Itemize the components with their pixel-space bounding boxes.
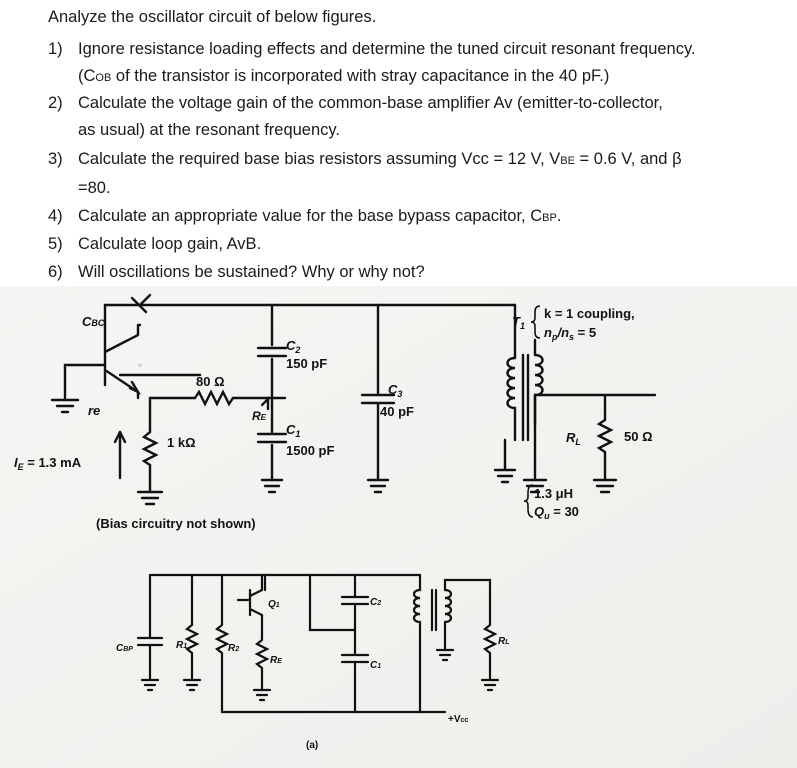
re-label: re [88, 403, 100, 418]
c3-label: C3 [388, 382, 402, 399]
vcc-label: +Vcc [448, 714, 468, 725]
question-text: Calculate loop gain, AvB. [78, 235, 262, 253]
question-2: 2) Calculate the voltage gain of the com… [48, 90, 663, 139]
intro-text: Analyze the oscillator circuit of below … [48, 8, 377, 26]
c1-label: C1 [286, 422, 300, 439]
c3-value: 40 pF [380, 404, 414, 419]
question-text: Will oscillations be sustained? Why or w… [78, 263, 425, 281]
cbc-label: CBC [82, 314, 105, 329]
figure-caption: (a) [306, 740, 318, 751]
r1-label: R1 [176, 640, 187, 651]
t1-brace [530, 305, 541, 339]
question-number: 2) [48, 94, 63, 112]
question-number: 4) [48, 207, 63, 225]
question-3: 3) Calculate the required base bias resi… [48, 146, 682, 197]
c1-lower-label: C1 [370, 660, 381, 671]
question-text: Ignore resistance loading effects and de… [78, 40, 696, 58]
coupling-label: k = 1 coupling, [544, 306, 635, 321]
question-number: 1) [48, 40, 63, 58]
question-number: 3) [48, 150, 63, 168]
question-text: Calculate an appropriate value for the b… [78, 207, 543, 225]
scan-background [0, 286, 797, 768]
r80-label: 80 Ω [196, 374, 225, 389]
oscillator-circuit-figure: CBC C2 150 pF 80 Ω re RE 1 kΩ IE = 1.3 m… [0, 286, 797, 768]
cbp-label: CBP [116, 643, 133, 654]
question-5: 5) Calculate loop gain, AvB. [48, 231, 261, 258]
question-6: 6) Will oscillations be sustained? Why o… [48, 259, 425, 286]
c2-label: C2 [286, 338, 300, 355]
re-cap-label: RE [252, 409, 267, 423]
rl-lower-label: RL [498, 636, 510, 647]
upper-circuit [50, 293, 657, 506]
question-number: 5) [48, 235, 63, 253]
rl-label: RL [566, 430, 581, 447]
ie-label: IE = 1.3 mA [14, 455, 82, 472]
r2-label: R2 [228, 643, 239, 654]
question-4: 4) Calculate an appropriate value for th… [48, 203, 561, 230]
ratio-label: np/ns = 5 [544, 325, 596, 342]
inductance-label: 1.3 μH [534, 486, 573, 501]
question-text: Calculate the required base bias resisto… [78, 150, 561, 168]
r1k-label: 1 kΩ [167, 435, 196, 450]
c2-lower-label: C2 [370, 597, 381, 608]
question-number: 6) [48, 263, 63, 281]
bias-note: (Bias circuitry not shown) [96, 516, 256, 531]
rl-value: 50 Ω [624, 429, 653, 444]
lower-circuit [136, 573, 500, 714]
t1-label: T1 [512, 314, 525, 331]
qu-label: Qu = 30 [534, 504, 579, 521]
c1-value: 1500 pF [286, 443, 334, 458]
upper-labels: CBC C2 150 pF 80 Ω re RE 1 kΩ IE = 1.3 m… [14, 305, 653, 531]
ind-brace [523, 484, 534, 518]
re-lower-label: RE [270, 655, 282, 666]
lower-labels: CBP R1 R2 Q1 RE C2 C1 RL +Vcc (a) [116, 597, 510, 751]
c2-value: 150 pF [286, 356, 327, 371]
q1-label: Q1 [268, 599, 280, 610]
question-1: 1) Ignore resistance loading effects and… [48, 36, 696, 85]
question-text: Calculate the voltage gain of the common… [78, 94, 663, 112]
